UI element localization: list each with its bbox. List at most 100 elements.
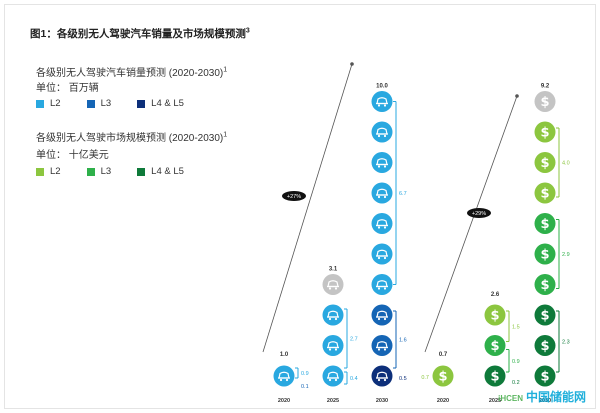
car-icon-wheel [383, 348, 387, 351]
dollar-icon: $ [540, 217, 549, 232]
sales-2030-car [371, 274, 393, 295]
car-icon [376, 341, 388, 349]
car-icon-wheel [383, 165, 387, 168]
market-growth-label: +29% [472, 211, 486, 217]
sales-2025-car [322, 365, 344, 387]
market-2025-dollar [484, 304, 506, 326]
market-x-tick: 2030 [539, 398, 551, 404]
legend-item-l2: L2 [36, 166, 61, 177]
car-icon-wheel [383, 256, 387, 260]
car-icon-wheel [328, 378, 332, 382]
market-2030-dollar [534, 243, 556, 265]
car-icon-wheel [383, 378, 387, 382]
car-icon-wheel [377, 348, 381, 351]
dollar-icon: $ [540, 248, 549, 263]
market-x-tick: 2020 [437, 398, 449, 404]
car-icon [327, 371, 339, 379]
sales-unit: 单位： 百万辆 [36, 83, 99, 94]
market-x-tick: 2025 [489, 398, 501, 404]
market-2030-dollar [534, 365, 556, 387]
sales-2020-total: 1.0 [280, 352, 289, 358]
sales-growth-arrowhead [350, 62, 354, 66]
car-icon-wheel [377, 287, 381, 290]
legend-swatch [86, 99, 95, 108]
legend-item-l3: L3 [86, 166, 111, 177]
sales-2030-car [371, 182, 393, 204]
car-icon-wheel [334, 348, 338, 351]
market-2025-l2-label: 1.5 [512, 324, 520, 330]
legend-swatch [137, 99, 146, 108]
market-growth-line [424, 95, 518, 353]
sales-2025-total: 3.1 [329, 267, 338, 273]
market-2030-dollar [534, 121, 556, 143]
legend-item-l4-l5: L4 & L5 [137, 166, 184, 177]
market-growth-badge [467, 208, 491, 218]
sales-chart-title: 各级别无人驾驶汽车销量预测 (2020-2030)1 [36, 66, 228, 79]
dollar-icon: $ [438, 370, 447, 385]
sales-2030-car [371, 121, 393, 143]
market-2025-dollar [484, 335, 506, 356]
car-icon-wheel [383, 317, 387, 321]
sales-x-tick: 2020 [278, 398, 290, 404]
car-icon-wheel [328, 317, 332, 321]
sales-2030-l2-label: 6.7 [399, 191, 407, 197]
car-icon-wheel [383, 134, 387, 138]
sales-2020-l2-label: 0.9 [301, 371, 309, 377]
car-icon [376, 158, 388, 166]
legend-item-l3: L3 [86, 98, 111, 109]
market-2020-dollar [432, 365, 454, 387]
sales-2025-car [322, 304, 344, 326]
sales-2030-l3-label: 1.6 [399, 338, 407, 344]
sales-2020-car [273, 365, 295, 387]
car-icon-wheel [285, 378, 289, 382]
market-legend: L2 L3 L4 & L5 [36, 166, 210, 177]
figure-title: 图1：各级别无人驾驶汽车销量及市场规模预测3 [30, 27, 250, 41]
car-icon [376, 127, 388, 135]
market-unit: 单位： 十亿美元 [36, 150, 109, 161]
car-icon-wheel [328, 287, 332, 290]
sales-2030-car [371, 365, 393, 387]
sales-2020-l3-label: 0.1 [301, 384, 309, 390]
car-icon-wheel [383, 287, 387, 290]
sales-2030-l4l5-label: 0.5 [399, 376, 407, 382]
sales-growth-label: +27% [287, 194, 301, 200]
legend-swatch [86, 167, 95, 176]
projection-car-icon [322, 274, 344, 295]
car-icon [376, 371, 388, 379]
market-growth-arrowhead [515, 94, 519, 98]
car-icon-wheel [377, 378, 381, 382]
legend-item-l4-l5: L4 & L5 [137, 98, 184, 109]
dollar-icon: $ [540, 187, 549, 202]
car-icon-wheel [377, 317, 381, 321]
market-2030-dollar [534, 182, 556, 204]
car-icon-wheel [328, 348, 332, 351]
car-icon [376, 249, 388, 257]
dollar-icon: $ [540, 278, 549, 293]
market-2020-total: 0.7 [439, 352, 448, 358]
sales-legend: L2 L3 L4 & L5 [36, 98, 210, 109]
market-2030-dollar [534, 335, 556, 356]
sales-2030-car [371, 91, 393, 112]
car-icon [327, 341, 339, 349]
car-icon-wheel [377, 195, 381, 199]
market-2025-l4l5-label: 0.2 [512, 380, 520, 386]
dollar-icon: $ [540, 95, 549, 110]
car-icon [327, 280, 339, 288]
market-2025-l3-label: 0.9 [512, 359, 520, 365]
market-2030-dollar [534, 213, 556, 234]
market-2030-total: 9.2 [541, 84, 550, 90]
market-2030-dollar [534, 274, 556, 295]
sales-2030-total: 10.0 [376, 84, 388, 90]
car-icon-wheel [377, 134, 381, 138]
dollar-icon: $ [490, 370, 499, 385]
car-icon-wheel [383, 226, 387, 229]
car-icon [376, 219, 388, 227]
car-icon [376, 310, 388, 318]
car-icon [376, 280, 388, 288]
legend-item-l2: L2 [36, 98, 61, 109]
sales-x-tick: 2025 [327, 398, 339, 404]
car-icon-wheel [377, 226, 381, 229]
dollar-icon: $ [540, 309, 549, 324]
market-chart-title: 各级别无人驾驶市场规模预测 (2020-2030)1 [36, 131, 228, 144]
dollar-icon: $ [540, 339, 549, 354]
